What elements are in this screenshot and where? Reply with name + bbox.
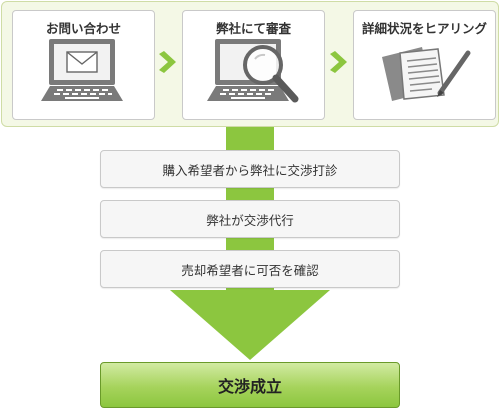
laptop-mail-icon — [41, 39, 123, 101]
documents-pen-icon — [382, 47, 471, 101]
arrow-right-icon — [159, 51, 176, 73]
card-inquiry-title: お問い合わせ — [45, 21, 121, 36]
laptop-magnifier-icon — [207, 39, 299, 103]
card-inquiry: お問い合わせ — [12, 10, 155, 120]
card-screening: 弊社にて審査 — [182, 10, 325, 120]
step-negotiation-agency: 弊社が交渉代行 — [100, 200, 400, 238]
card-hearing: 詳細状況をヒアリング — [353, 10, 496, 120]
arrow-down-icon — [170, 290, 330, 360]
step-seller-confirmation: 売却希望者に可否を確認 — [100, 250, 400, 288]
arrow-right-icon — [330, 51, 347, 73]
card-hearing-title: 詳細状況をヒアリング — [361, 21, 487, 36]
step-negotiation-request: 購入希望者から弊社に交渉打診 — [100, 150, 400, 188]
card-screening-title: 弊社にて審査 — [215, 21, 291, 36]
inquiry-stage-panel: お問い合わせ 弊社にて審査 — [1, 1, 499, 127]
result-deal-closed: 交渉成立 — [100, 362, 400, 408]
